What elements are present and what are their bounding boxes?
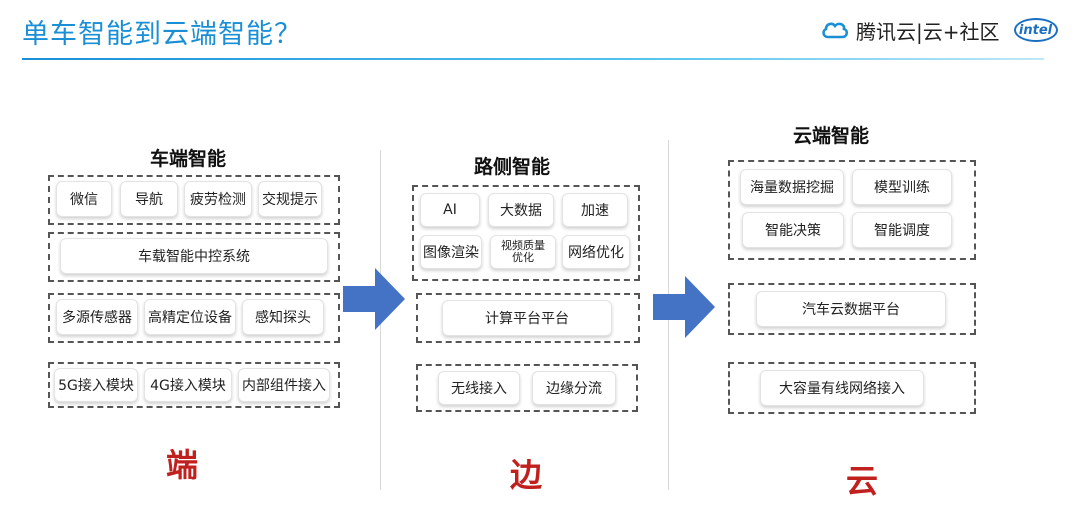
pill-internal-access: 内部组件接入 <box>238 368 330 402</box>
pill-traffic-rule-tips: 交规提示 <box>258 181 322 217</box>
pill-acceleration: 加速 <box>562 193 628 227</box>
brand-name: 腾讯云|云+社区 <box>856 19 1000 44</box>
pill-video-quality: 视频质量 优化 <box>490 235 556 269</box>
cloud-platform-group <box>728 283 976 335</box>
pill-smart-scheduling: 智能调度 <box>852 212 952 248</box>
pill-ai: AI <box>420 193 480 227</box>
arrow-right-icon-1 <box>343 268 405 330</box>
pill-compute-platform: 计算平台平台 <box>442 300 612 336</box>
vehicle-label: 端 <box>166 446 199 484</box>
pill-image-rendering: 图像渲染 <box>420 235 482 269</box>
tencent-cloud-icon <box>822 22 849 39</box>
arrow-right-icon-2 <box>653 276 715 338</box>
cloud-services-group <box>728 160 976 260</box>
pill-smart-decision: 智能决策 <box>742 212 844 248</box>
pill-multi-sensor: 多源传感器 <box>56 299 138 335</box>
pill-network-optimization: 网络优化 <box>562 235 630 269</box>
pill-wechat: 微信 <box>56 181 112 217</box>
cloud-column-title: 云端智能 <box>793 125 870 147</box>
pill-navigation: 导航 <box>120 181 178 217</box>
cloud-label: 云 <box>846 462 879 500</box>
pill-4g-module: 4G接入模块 <box>144 368 232 402</box>
edge-column-title: 路侧智能 <box>474 156 551 178</box>
pill-wireless-access: 无线接入 <box>438 371 520 405</box>
pill-big-data: 大数据 <box>488 193 554 227</box>
vehicle-column-title: 车端智能 <box>150 148 227 170</box>
pill-hd-positioning: 高精定位设备 <box>144 299 236 335</box>
brand-logo-group: 腾讯云|云+社区 intel <box>820 15 1058 45</box>
pill-car-cloud-platform: 汽车云数据平台 <box>756 291 946 327</box>
header-rule <box>22 58 1044 60</box>
pill-edge-offload: 边缘分流 <box>532 371 616 405</box>
edge-services-group <box>412 185 640 281</box>
pill-model-training: 模型训练 <box>852 169 952 205</box>
vehicle-sensor-group <box>48 293 340 343</box>
pill-perception-probe: 感知探头 <box>242 299 324 335</box>
edge-label: 边 <box>510 456 543 494</box>
vehicle-control-group <box>48 232 340 282</box>
pill-data-mining: 海量数据挖掘 <box>740 169 844 205</box>
pill-fatigue-detection: 疲劳检测 <box>184 181 252 217</box>
edge-platform-group <box>416 293 640 343</box>
vehicle-apps-group <box>48 175 340 225</box>
cloud-access-group <box>728 362 976 414</box>
pill-vehicle-control-system: 车载智能中控系统 <box>60 238 328 274</box>
edge-access-group <box>416 364 638 412</box>
vehicle-access-group <box>48 362 340 408</box>
intel-logo: intel <box>1013 18 1058 42</box>
pill-wired-access: 大容量有线网络接入 <box>760 370 924 406</box>
page-title: 单车智能到云端智能？ <box>22 19 302 50</box>
pill-5g-module: 5G接入模块 <box>54 368 138 402</box>
